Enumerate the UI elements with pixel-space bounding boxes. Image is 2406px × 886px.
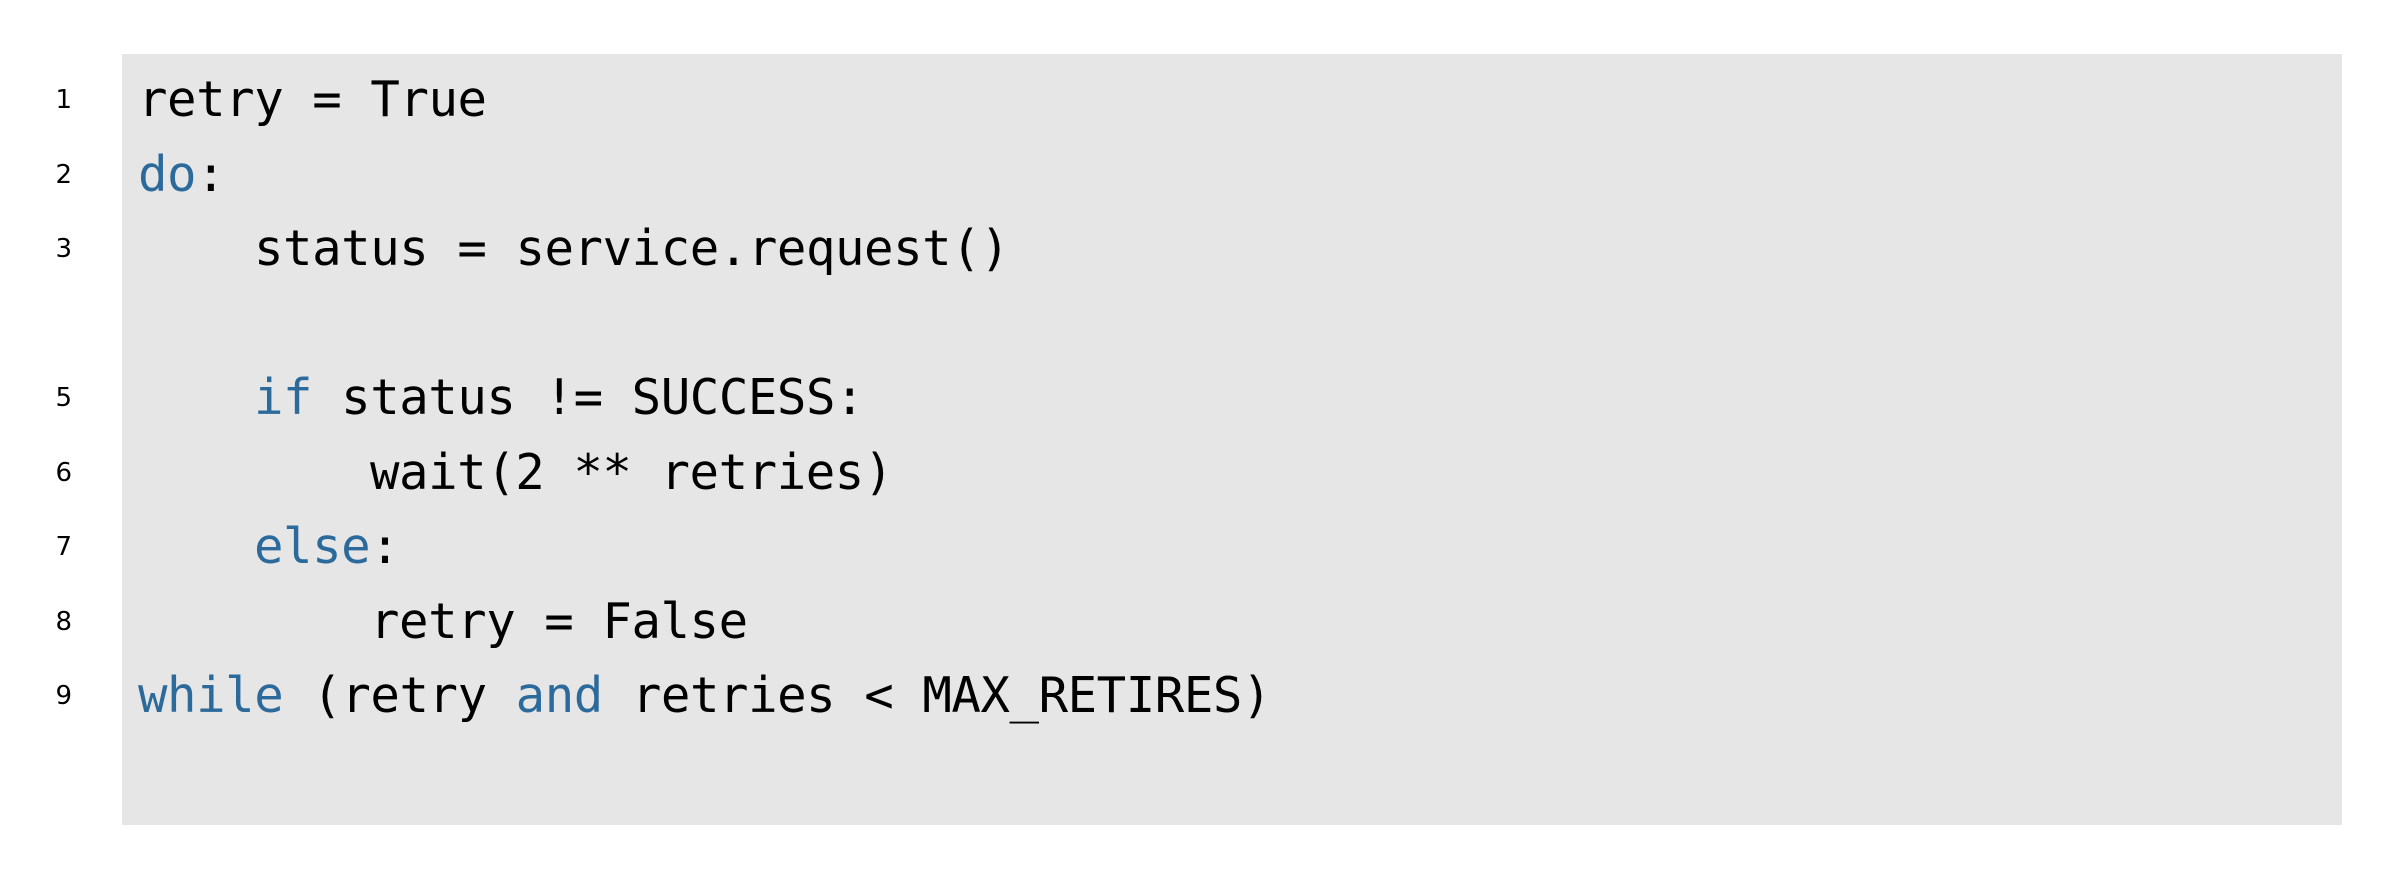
code-line: 3 status = service.request() (0, 212, 2406, 286)
code-line: 5 if status != SUCCESS: (0, 361, 2406, 435)
line-number: 8 (55, 606, 72, 637)
code-line: 2 do: (0, 138, 2406, 212)
code-token: wait(2 ** retries) (370, 443, 893, 501)
line-number: 2 (55, 159, 72, 190)
code-token: status = service.request() (254, 220, 1010, 277)
line-content: while (retry and retries < MAX_RETIRES) (138, 659, 1271, 733)
code-token: : (196, 145, 226, 203)
keyword-token: else (254, 518, 371, 575)
code-token: retry = False (370, 592, 748, 650)
code-line: 8 retry = False (0, 585, 2406, 659)
code-token: status != SUCCESS: (312, 369, 865, 426)
line-content: retry = True (138, 63, 487, 137)
code-line (0, 287, 2406, 361)
keyword-token: do (138, 145, 197, 203)
code-line: 1 retry = True (0, 63, 2406, 137)
line-number: 3 (55, 234, 72, 264)
line-content: do: (138, 138, 226, 212)
keyword-token: if (254, 369, 313, 426)
code-token: (retry (283, 667, 516, 724)
line-content: else: (254, 510, 400, 584)
keyword-token: and (515, 667, 604, 724)
code-token: retry = True (138, 71, 487, 128)
line-number: 5 (55, 383, 72, 413)
line-number: 6 (55, 457, 72, 488)
line-content: wait(2 ** retries) (370, 436, 893, 510)
code-token: retries < MAX_RETIRES) (602, 667, 1272, 724)
code-line: 9 while (retry and retries < MAX_RETIRES) (0, 659, 2406, 733)
line-number: 1 (55, 85, 72, 115)
line-content: status = service.request() (254, 212, 1010, 286)
code-line: 6 wait(2 ** retries) (0, 436, 2406, 510)
keyword-token: while (138, 667, 284, 724)
line-content: retry = False (370, 585, 748, 659)
line-number: 9 (55, 681, 72, 711)
line-content: if status != SUCCESS: (254, 361, 865, 435)
code-line: 7 else: (0, 510, 2406, 584)
line-number: 7 (55, 532, 72, 562)
code-token: : (370, 518, 400, 575)
code-block-panel (122, 54, 2342, 825)
